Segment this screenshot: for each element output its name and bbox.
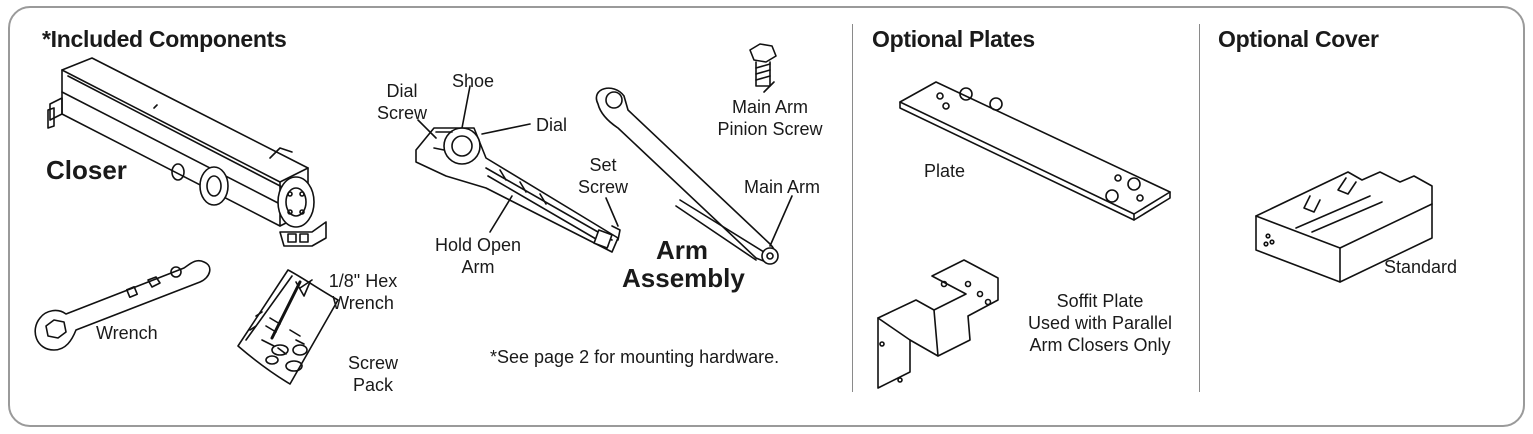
cover-drawing xyxy=(1256,172,1432,282)
screw-pack-label: Screw Pack xyxy=(347,353,398,395)
leader-lines xyxy=(300,82,774,288)
plate-label: Plate xyxy=(924,161,966,181)
hardware-note: *See page 2 for mounting hardware. xyxy=(490,347,780,367)
soffit-plate-drawing xyxy=(878,260,998,388)
set-screw-label: Set Screw xyxy=(578,155,629,197)
section-title-included: *Included Components xyxy=(42,26,287,52)
section-divider xyxy=(1199,24,1200,392)
screw-drawing xyxy=(750,44,776,86)
closer-label: Closer xyxy=(46,155,127,185)
main-arm-label: Main Arm xyxy=(744,177,821,197)
section-title-plates: Optional Plates xyxy=(872,26,1035,52)
pinion-screw-label: Main Arm Pinion Screw xyxy=(717,97,823,139)
closer-drawing xyxy=(48,58,326,246)
hold-open-arm-label: Hold Open Arm xyxy=(434,235,522,277)
diagram-frame xyxy=(8,6,1525,427)
shoe-label: Shoe xyxy=(452,71,495,91)
arm-assembly-label: Arm Assembly xyxy=(622,235,745,293)
wrench-label: Wrench xyxy=(96,323,158,343)
section-divider xyxy=(852,24,853,392)
dial-screw-label: Dial Screw xyxy=(376,81,427,123)
dial-label: Dial xyxy=(536,115,568,135)
soffit-plate-label: Soffit Plate Used with Parallel Arm Clos… xyxy=(1027,291,1173,355)
arm-drawing xyxy=(416,86,620,252)
plate-drawing xyxy=(900,82,1170,220)
wrench-drawing xyxy=(35,261,210,350)
hex-wrench-label: 1/8" Hex Wrench xyxy=(328,271,398,313)
main-arm-drawing xyxy=(596,88,792,264)
screw-pack-drawing xyxy=(238,270,338,384)
section-title-cover: Optional Cover xyxy=(1218,26,1379,52)
standard-cover-label: Standard xyxy=(1384,257,1458,277)
